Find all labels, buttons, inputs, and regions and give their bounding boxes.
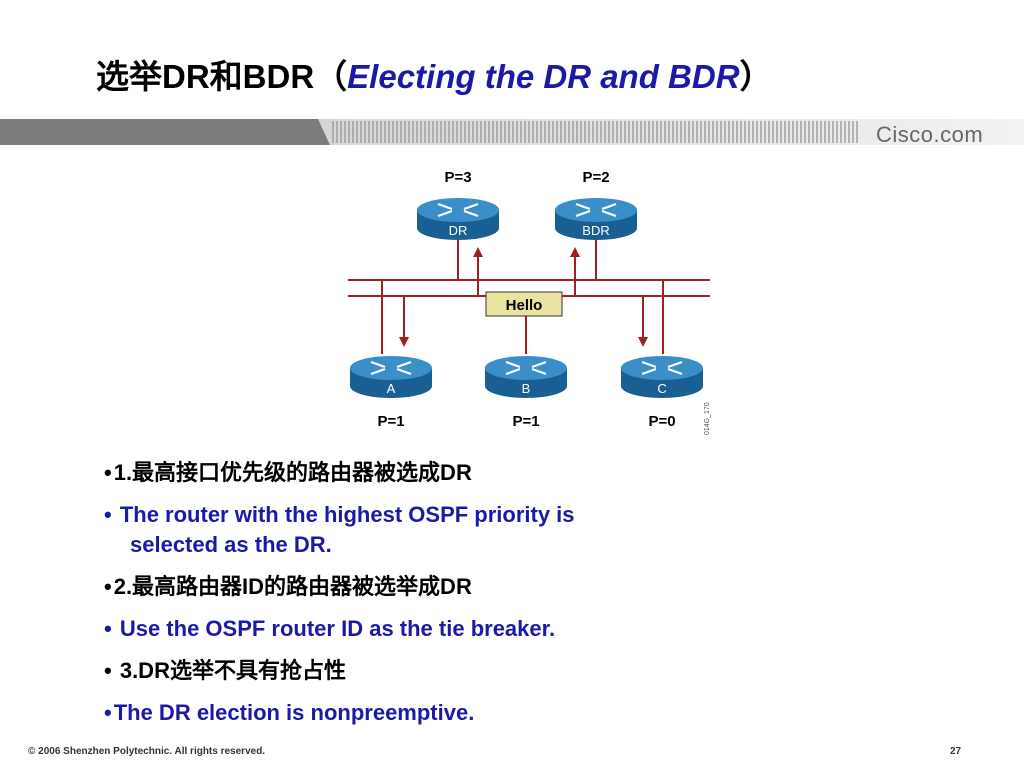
bullet-list: •1.最高接口优先级的路由器被选成DR • The router with th…	[104, 458, 764, 740]
router-b: B	[485, 356, 567, 398]
router-c-label: C	[657, 381, 666, 396]
bullet-item: •2.最高路由器ID的路由器被选举成DR	[104, 574, 472, 599]
bullet-item: •1.最高接口优先级的路由器被选成DR	[104, 460, 472, 485]
router-c: C	[621, 356, 703, 398]
arrow-to-c	[573, 295, 648, 347]
router-bdr-label: BDR	[582, 223, 609, 238]
title-paren-close: ）	[739, 58, 773, 95]
router-dr-label: DR	[449, 223, 468, 238]
bullet-item: • The router with the highest OSPF prior…	[104, 502, 575, 557]
router-c-priority: P=0	[648, 413, 675, 430]
router-a: A	[350, 356, 432, 398]
router-arrows-icon	[575, 202, 617, 218]
bullet-item: •The DR election is nonpreemptive.	[104, 700, 475, 725]
router-bdr-priority: P=2	[582, 169, 609, 186]
copyright-footer: © 2006 Shenzhen Polytechnic. All rights …	[28, 746, 266, 757]
title-zh-b: 和	[209, 58, 243, 95]
bullet-item: • Use the OSPF router ID as the tie brea…	[104, 616, 556, 641]
router-bdr: BDR	[555, 198, 637, 240]
figure-code: 014G_170	[704, 402, 711, 435]
router-arrows-icon	[641, 360, 683, 376]
header-banner	[0, 119, 1024, 145]
page-number: 27	[950, 746, 962, 757]
router-arrows-icon	[505, 360, 547, 376]
router-dr-priority: P=3	[444, 169, 471, 186]
router-dr: DR	[417, 198, 499, 240]
slide-title: 选举DR和BDR（Electing the DR and BDR）	[96, 50, 773, 98]
arrow-to-a	[399, 295, 480, 347]
router-a-priority: P=1	[377, 413, 404, 430]
hello-packet: Hello	[485, 291, 563, 317]
title-paren-open: （	[314, 58, 348, 95]
title-zh-a: 选举	[96, 58, 162, 95]
cisco-logo: Cisco.com	[876, 122, 984, 147]
router-arrows-icon	[370, 360, 412, 376]
title-english: Electing the DR and BDR	[347, 58, 740, 95]
router-b-priority: P=1	[512, 413, 539, 430]
router-a-label: A	[387, 381, 396, 396]
ospf-diagram: Hello DR P=3 BDR P=2 A P=1	[348, 169, 711, 435]
title-bdr: BDR	[242, 58, 315, 95]
router-b-label: B	[522, 381, 531, 396]
router-arrows-icon	[437, 202, 479, 218]
title-dr: DR	[162, 58, 210, 95]
hello-label: Hello	[506, 297, 543, 314]
bullet-item: • 3.DR选举不具有抢占性	[104, 658, 346, 683]
